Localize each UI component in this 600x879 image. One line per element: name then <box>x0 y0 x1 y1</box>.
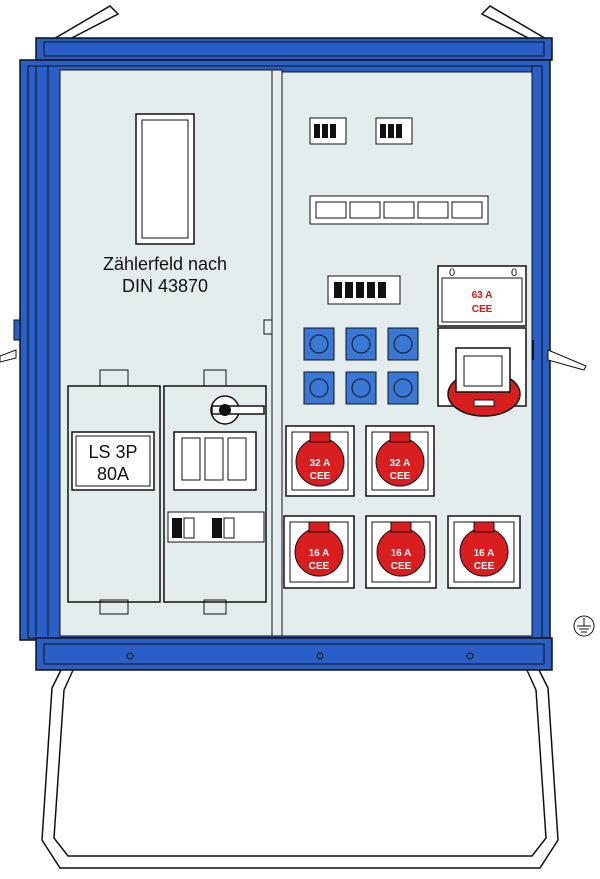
socket-16a-2-type: CEE <box>391 561 412 572</box>
lifting-eye-left <box>49 5 120 43</box>
isolator-cover <box>163 369 267 615</box>
socket-32a-2-type: CEE <box>390 471 411 482</box>
schuko-socket-4 <box>303 371 335 405</box>
socket-63a-rating: 63 A <box>472 290 493 301</box>
rcd-row <box>327 275 401 305</box>
socket-16a-3 <box>447 515 521 589</box>
schuko-socket-1 <box>303 327 335 361</box>
schuko-socket-5 <box>345 371 377 405</box>
socket-32a-1-type: CEE <box>310 471 331 482</box>
socket-16a-1 <box>283 515 355 589</box>
main-breaker-label-line2: 80A <box>97 464 129 484</box>
cabinet-roof <box>35 37 553 61</box>
socket-63a-mark-left: 0 <box>449 267 455 279</box>
meter-window <box>135 113 195 245</box>
socket-16a-3-type: CEE <box>474 561 495 572</box>
ground-icon <box>573 615 595 637</box>
socket-32a-2 <box>365 425 435 497</box>
socket-63a-type: CEE <box>472 304 493 315</box>
breaker-pair-top <box>309 117 413 145</box>
breaker-cover <box>67 369 161 615</box>
socket-32a-2-rating: 32 A <box>390 458 411 469</box>
socket-16a-1-type: CEE <box>309 561 330 572</box>
socket-63a: 0 0 63 A CEE <box>437 265 527 417</box>
meter-field-label-line2: DIN 43870 <box>122 276 208 296</box>
schuko-socket-6 <box>387 371 419 405</box>
cabinet-base <box>35 637 553 671</box>
isolator-switch-icon <box>210 395 265 425</box>
main-breaker-label-line1: LS 3P <box>88 442 137 462</box>
meter-field-label-line1: Zählerfeld nach <box>103 254 227 274</box>
socket-16a-1-rating: 16 A <box>309 548 330 559</box>
socket-16a-2 <box>365 515 437 589</box>
socket-16a-3-rating: 16 A <box>474 548 495 559</box>
cabinet-stand <box>41 667 559 869</box>
socket-16a-2-rating: 16 A <box>391 548 412 559</box>
breaker-row <box>309 195 489 225</box>
schuko-socket-2 <box>345 327 377 361</box>
lifting-eye-right <box>480 5 551 43</box>
schuko-socket-3 <box>387 327 419 361</box>
socket-63a-mark-right: 0 <box>511 267 517 279</box>
socket-32a-1-rating: 32 A <box>310 458 331 469</box>
socket-32a-1 <box>285 425 355 497</box>
